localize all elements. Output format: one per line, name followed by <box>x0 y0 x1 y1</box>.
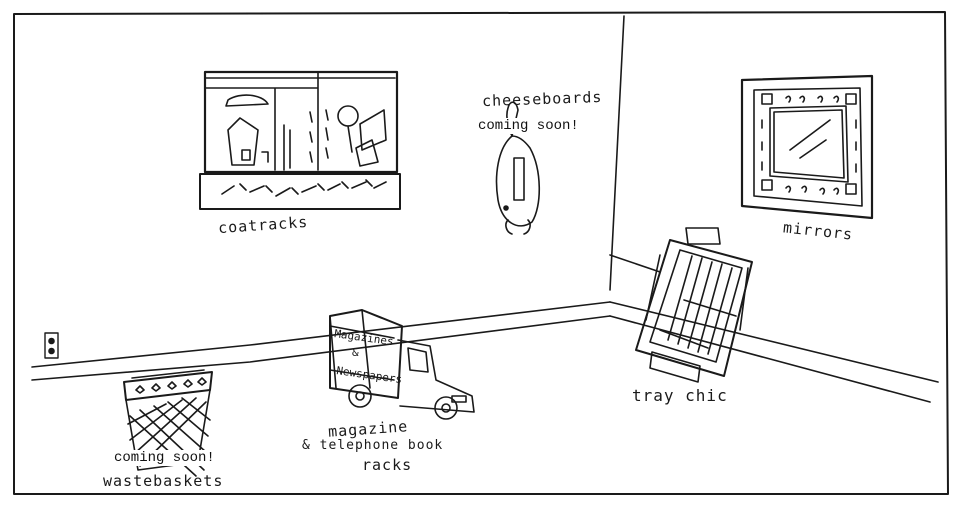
left-wall-baseboard <box>31 301 611 381</box>
magazine-truck-rack-drawing[interactable] <box>329 309 475 420</box>
cheeseboards-coming-soon: coming soon! <box>478 118 579 134</box>
wastebaskets-label: wastebaskets <box>103 472 224 490</box>
coatrack-drawing[interactable] <box>199 70 401 210</box>
wall-outlet <box>44 332 59 359</box>
wastebaskets-coming-soon: coming soon! <box>114 450 215 466</box>
truck-label-magazines: Magazines <box>334 327 395 348</box>
tray-rack-drawing[interactable] <box>635 227 753 383</box>
truck-label-ampersand: & <box>352 346 359 359</box>
wastebasket-drawing[interactable] <box>123 369 213 477</box>
tray-chic-label: tray chic <box>632 386 728 405</box>
right-wall-baseboard <box>609 254 939 403</box>
framed-mirror-drawing[interactable] <box>740 74 874 220</box>
room-corner-line <box>609 15 625 291</box>
racks-label-line3: racks <box>362 456 413 474</box>
panel-border <box>13 11 949 495</box>
racks-label-line2: & telephone book <box>302 438 444 453</box>
